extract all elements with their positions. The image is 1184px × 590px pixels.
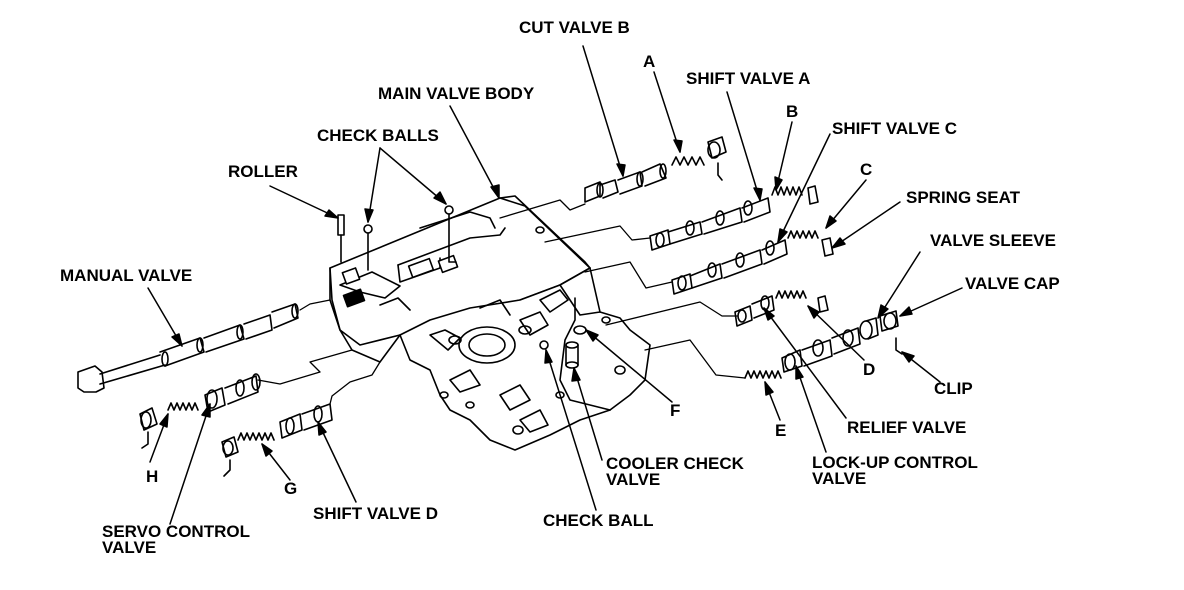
spring-h-drawing bbox=[167, 402, 199, 411]
label-c: C bbox=[860, 160, 873, 179]
label-check-balls: CHECK BALLS bbox=[317, 126, 439, 145]
spring-g-drawing bbox=[237, 432, 275, 441]
valve-g-cap-drawing bbox=[221, 436, 239, 477]
label-lock-up-control-valve: LOCK-UP CONTROL VALVE bbox=[812, 453, 978, 488]
label-e: E bbox=[775, 421, 787, 440]
label-manual-valve: MANUAL VALVE bbox=[60, 266, 193, 285]
shift-valve-d-drawing bbox=[279, 403, 333, 439]
main-valve-body-drawing bbox=[329, 195, 651, 451]
label-servo-control-valve-line1: SERVO CONTROL bbox=[102, 522, 250, 541]
manual-valve-drawing bbox=[77, 303, 299, 393]
shift-valve-a-drawing bbox=[649, 197, 771, 251]
label-f: F bbox=[670, 401, 681, 420]
spring-b-drawing bbox=[771, 186, 803, 196]
label-relief-valve: RELIEF VALVE bbox=[847, 418, 967, 437]
label-main-valve-body: MAIN VALVE BODY bbox=[378, 84, 535, 103]
label-shift-valve-a: SHIFT VALVE A bbox=[686, 69, 811, 88]
spring-seat-c-drawing bbox=[821, 237, 834, 257]
leader-lines bbox=[147, 45, 963, 525]
label-cooler-check-valve-line1: COOLER CHECK bbox=[606, 454, 744, 473]
spring-seat-b-drawing bbox=[807, 185, 819, 205]
cut-valve-b-drawing bbox=[584, 163, 667, 203]
spring-e-drawing bbox=[744, 370, 782, 379]
label-cut-valve-b: CUT VALVE B bbox=[519, 18, 630, 37]
label-valve-cap: VALVE CAP bbox=[965, 274, 1060, 293]
spring-seat-d-drawing bbox=[817, 295, 829, 313]
valve-sleeve-drawing bbox=[859, 317, 879, 340]
label-a: A bbox=[643, 52, 656, 71]
label-g: G bbox=[284, 479, 298, 498]
valve-h-cap-drawing bbox=[139, 407, 158, 449]
shift-valve-c-drawing bbox=[671, 239, 788, 295]
label-h: H bbox=[146, 467, 159, 486]
label-check-ball: CHECK BALL bbox=[543, 511, 654, 530]
spring-d-drawing bbox=[775, 290, 807, 299]
label-lock-up-control-valve-line2: VALVE bbox=[812, 469, 867, 488]
spring-c-drawing bbox=[787, 230, 819, 239]
label-lock-up-control-valve-line1: LOCK-UP CONTROL bbox=[812, 453, 978, 472]
label-b: B bbox=[786, 102, 799, 121]
assembly-lines bbox=[257, 199, 746, 405]
servo-control-valve-drawing bbox=[204, 373, 261, 413]
valve-cap-drawing bbox=[879, 310, 903, 355]
label-roller: ROLLER bbox=[228, 162, 298, 181]
label-shift-valve-d: SHIFT VALVE D bbox=[313, 504, 438, 523]
label-clip: CLIP bbox=[934, 379, 973, 398]
spring-a-drawing bbox=[671, 156, 705, 166]
label-shift-valve-c: SHIFT VALVE C bbox=[832, 119, 957, 138]
label-cooler-check-valve-line2: VALVE bbox=[606, 470, 661, 489]
label-d: D bbox=[863, 360, 876, 379]
label-spring-seat: SPRING SEAT bbox=[906, 188, 1020, 207]
label-servo-control-valve-line2: VALVE bbox=[102, 538, 157, 557]
label-servo-control-valve: SERVO CONTROL VALVE bbox=[102, 522, 250, 557]
label-cooler-check-valve: COOLER CHECK VALVE bbox=[606, 454, 744, 489]
lock-up-control-valve-drawing bbox=[781, 327, 861, 373]
valve-a-cap-drawing bbox=[707, 136, 727, 181]
label-valve-sleeve: VALVE SLEEVE bbox=[930, 231, 1056, 250]
